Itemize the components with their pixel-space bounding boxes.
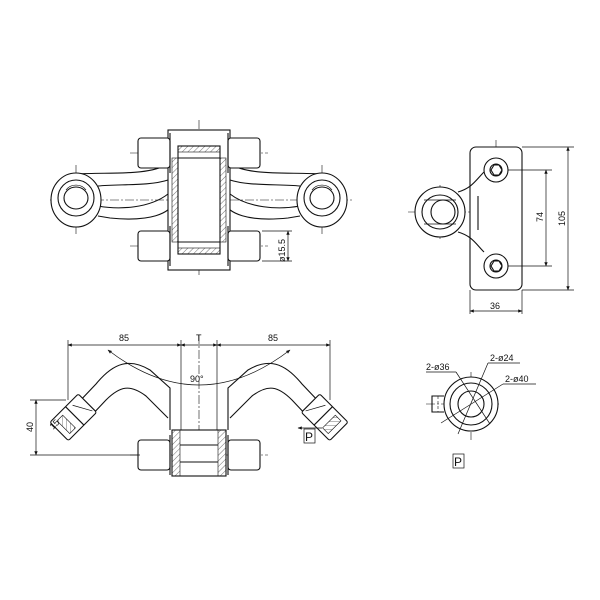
thread-diameter-label: ø15.5 [277,239,287,262]
width-dimension: 36 [469,290,523,314]
d36-label: 2-ø36 [426,362,450,372]
gap-t-label: T [196,333,202,343]
height-label: 105 [557,211,567,226]
drop-label: 40 [25,422,35,432]
width-label: 36 [490,301,500,311]
pitch-label: 74 [535,212,545,222]
d24-label: 2-ø24 [490,353,514,363]
side-view: 105 74 36 [408,140,574,314]
angle-label: 90° [190,374,204,384]
arm-left-label: 85 [119,333,129,343]
view-p-indicator: P [297,426,322,444]
height-dimension: 105 [522,146,574,291]
detail-callouts: 2-ø36 2-ø24 2-ø40 [426,353,536,435]
thread-diameter-dimension: ø15.5 [262,230,292,262]
pitch-dimension: 74 [508,169,552,267]
arm-right-label: 85 [268,333,278,343]
d40-label: 2-ø40 [505,374,529,384]
plan-dimensions: 85 T 85 90° 40 15 [25,333,331,456]
view-p-label: P [454,455,462,469]
detail-p-view: 2-ø36 2-ø24 2-ø40 P [426,353,536,469]
front-view: ø15.5 [50,120,352,275]
view-p-arrow-label: P [305,430,313,444]
plan-view: 85 T 85 90° 40 15 P [25,333,348,477]
